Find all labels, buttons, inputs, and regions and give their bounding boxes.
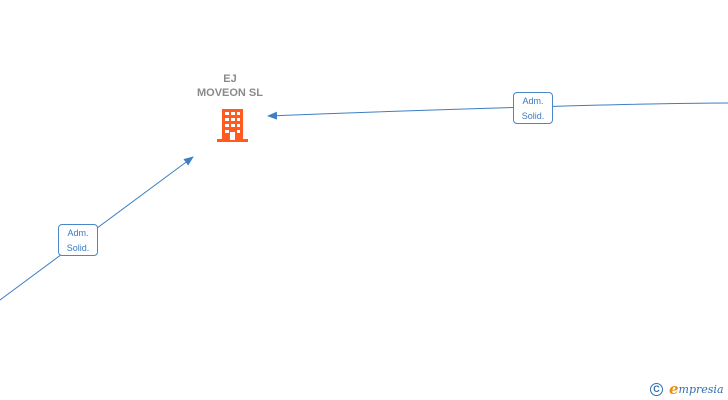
brand-logo-text: mpresia <box>678 382 724 396</box>
relation-label-line1: Adm. <box>67 228 89 238</box>
company-name-line1: EJ <box>223 73 237 85</box>
relation-label-left[interactable]: Adm. Solid. <box>58 224 98 256</box>
copyright-icon: C <box>650 382 663 396</box>
relation-label-line1: Adm. <box>522 96 544 106</box>
edge-right-to-company <box>267 102 728 120</box>
relation-label-line2: Solid. <box>66 243 90 253</box>
company-name-line2: MOVEON SL <box>196 87 263 99</box>
relation-label-line2: Solid. <box>521 111 545 121</box>
company-name[interactable]: EJ MOVEON SL <box>180 72 280 100</box>
brand-logo-initial: e <box>669 380 679 398</box>
relation-label-right[interactable]: Adm. Solid. <box>513 92 553 124</box>
empresia-watermark[interactable]: C e mpresia <box>650 379 724 399</box>
building-icon[interactable] <box>216 108 249 142</box>
